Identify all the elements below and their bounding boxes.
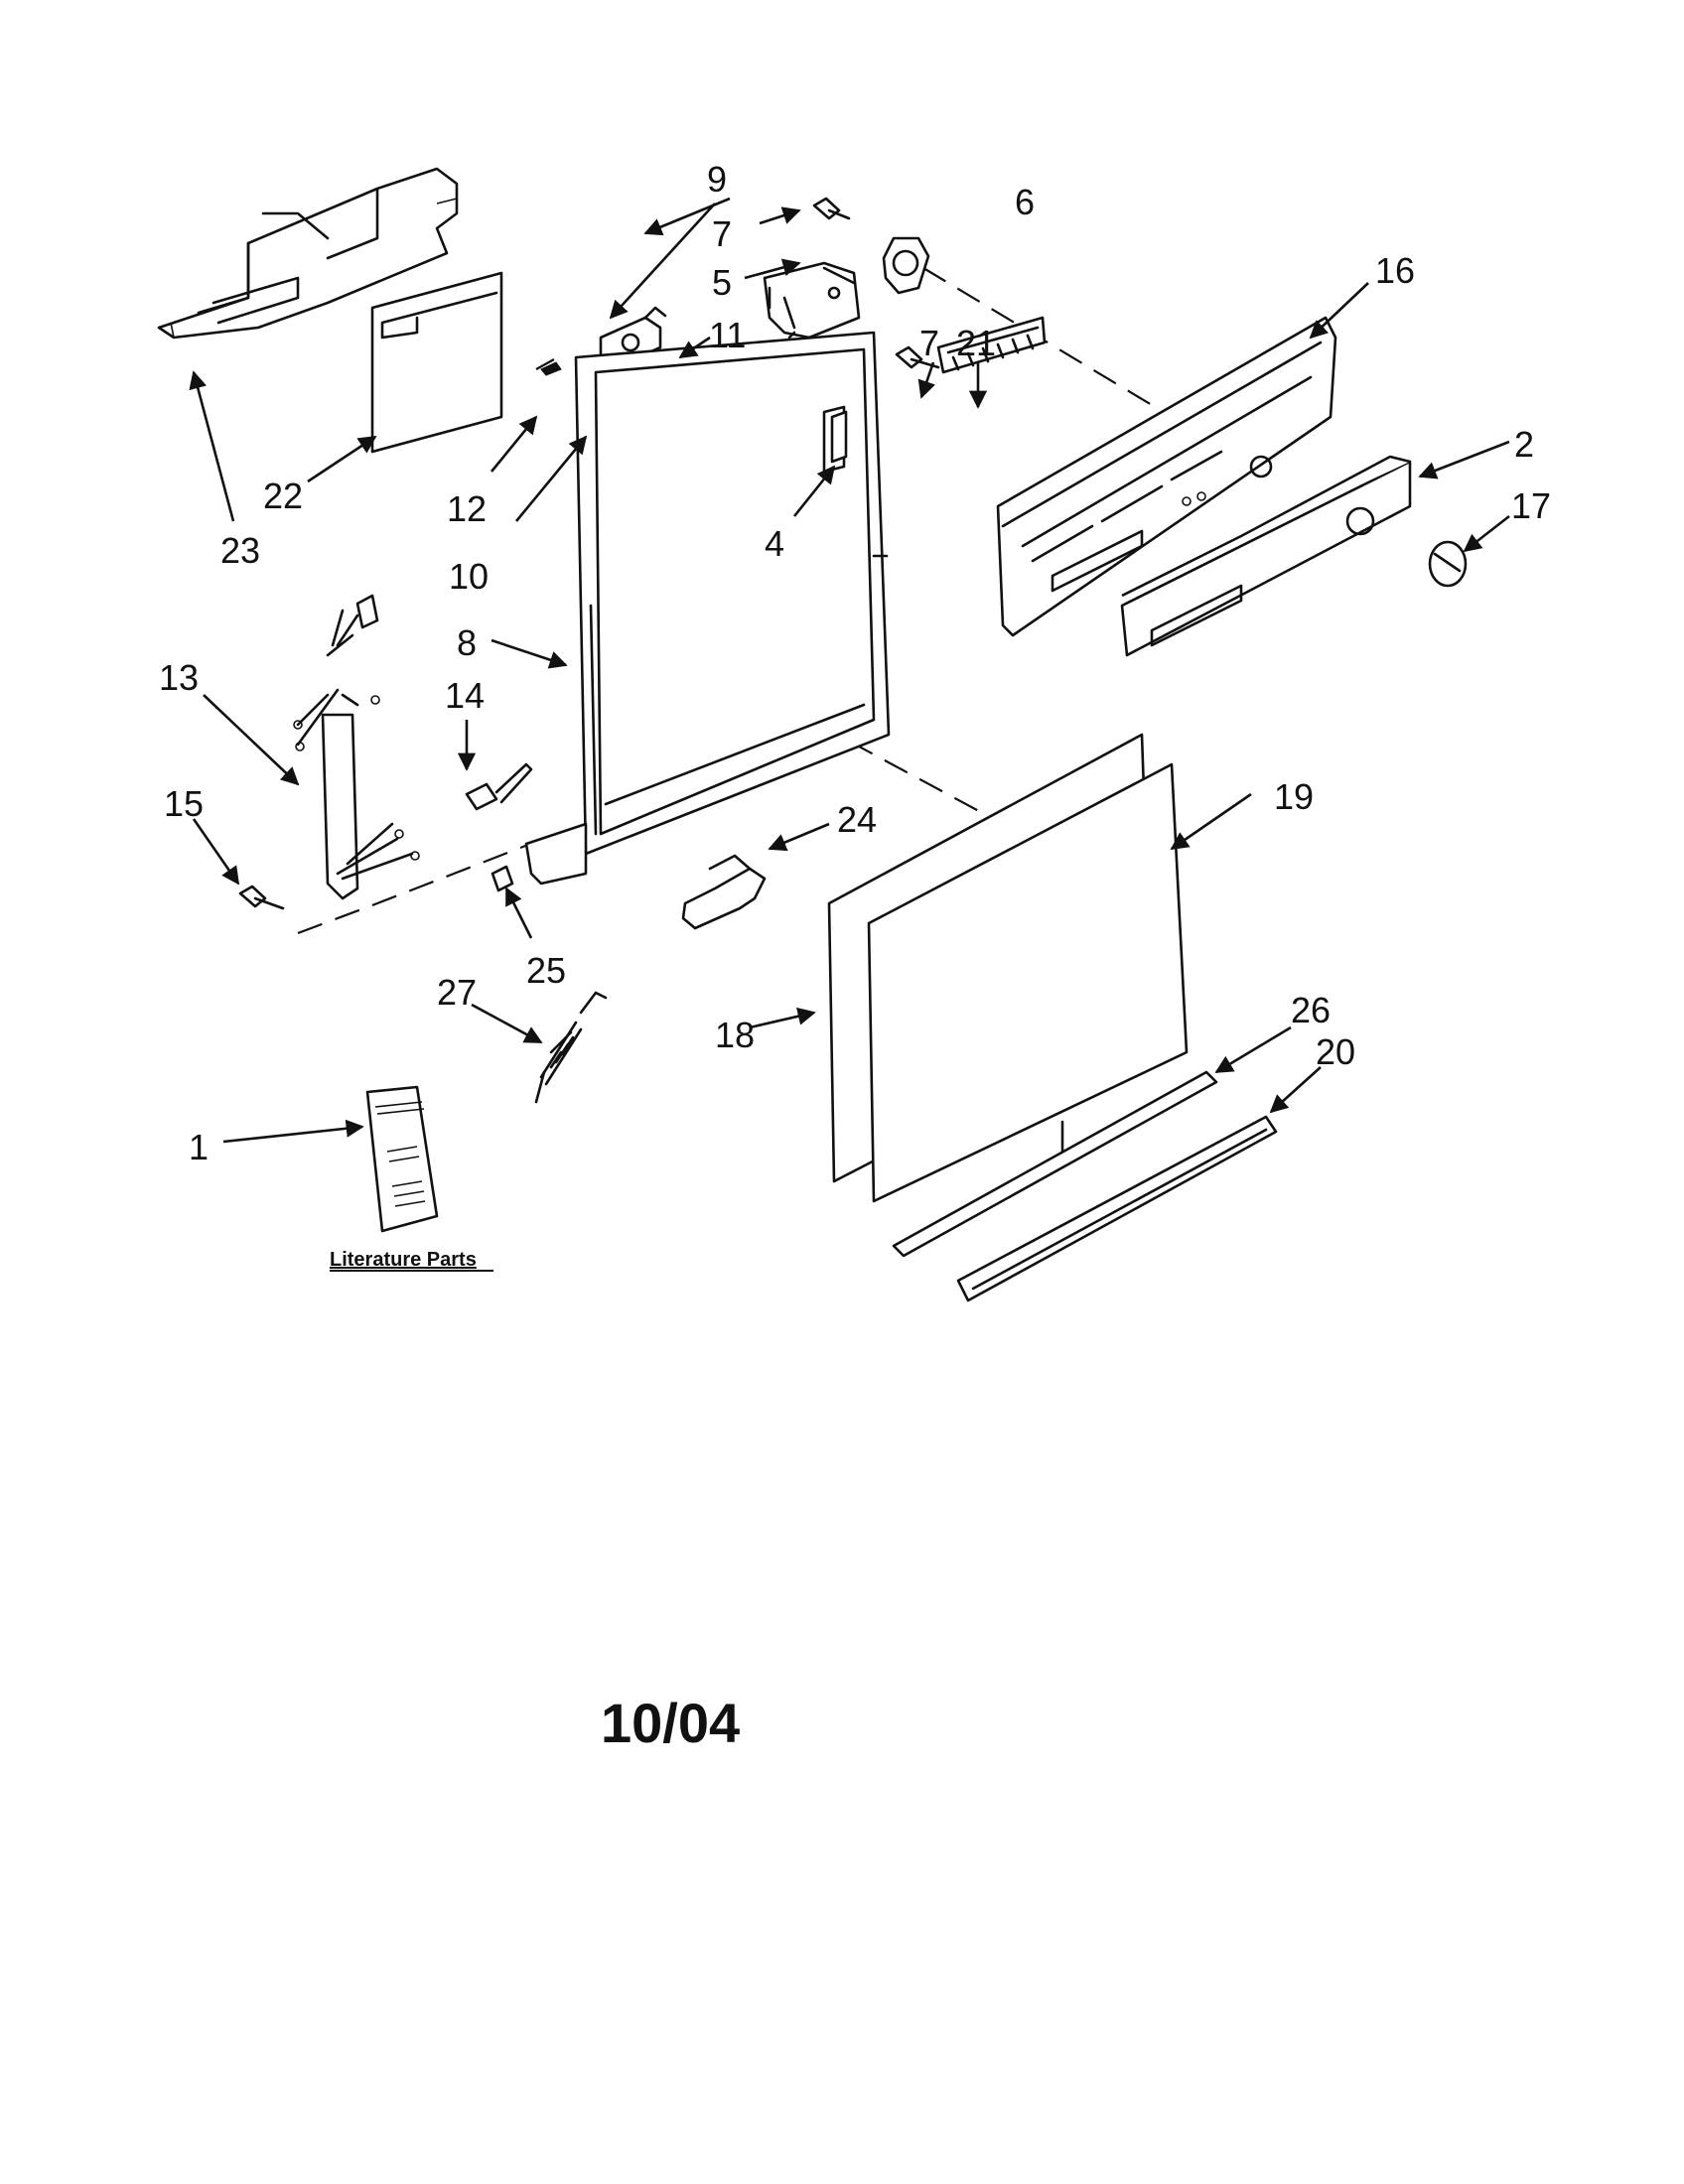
leader-23 bbox=[189, 370, 235, 522]
callout-10: 10 bbox=[449, 556, 489, 597]
part-6-knob bbox=[882, 236, 930, 295]
leader-27 bbox=[471, 1003, 543, 1044]
leader-arrows bbox=[189, 197, 1510, 1144]
leader-12 bbox=[490, 415, 538, 473]
leader-26 bbox=[1214, 1025, 1292, 1074]
part-17-control-knob bbox=[1428, 540, 1468, 588]
callout-16: 16 bbox=[1375, 250, 1415, 291]
callout-15: 15 bbox=[164, 783, 204, 824]
callout-12: 12 bbox=[447, 488, 487, 529]
literature-parts-label: Literature Parts bbox=[330, 1249, 477, 1271]
leader-16 bbox=[1309, 282, 1369, 340]
leader-5 bbox=[744, 258, 801, 280]
part-4-latch bbox=[830, 410, 848, 464]
part-27-spring bbox=[534, 991, 608, 1104]
callout-11: 11 bbox=[709, 315, 746, 355]
leader-15 bbox=[192, 818, 240, 886]
callout-21: 21 bbox=[956, 323, 996, 363]
part-24-hinge-strap bbox=[681, 854, 767, 930]
date-code: 10/04 bbox=[601, 1692, 740, 1754]
callout-13: 13 bbox=[159, 657, 199, 698]
callout-17: 17 bbox=[1511, 485, 1551, 526]
part-22-panel-sheet bbox=[370, 271, 503, 454]
leader-17 bbox=[1463, 514, 1510, 553]
leader-7b bbox=[917, 361, 935, 399]
leader-8 bbox=[491, 638, 568, 669]
leader-1 bbox=[222, 1119, 364, 1144]
leader-24 bbox=[768, 822, 830, 852]
callout-2: 2 bbox=[1514, 424, 1534, 465]
part-15-screw bbox=[238, 885, 285, 910]
part-2-front-overlay bbox=[1120, 455, 1412, 657]
callout-8: 8 bbox=[457, 622, 477, 663]
part-16-control-panel bbox=[996, 316, 1337, 637]
part-19-outer-door-panel-front bbox=[867, 762, 1189, 1203]
callout-4: 4 bbox=[765, 523, 784, 564]
leader-7a bbox=[759, 206, 801, 225]
callout-7-top: 7 bbox=[712, 213, 732, 254]
callout-23: 23 bbox=[220, 530, 260, 571]
leader-11 bbox=[678, 336, 711, 359]
part-12-clip bbox=[540, 361, 562, 376]
callout-22: 22 bbox=[263, 476, 303, 516]
callout-24: 24 bbox=[837, 799, 877, 840]
callout-27: 27 bbox=[437, 972, 477, 1013]
leader-22 bbox=[307, 435, 377, 483]
part-21-connector-block bbox=[936, 316, 1047, 374]
leader-10 bbox=[514, 435, 588, 522]
callout-25: 25 bbox=[526, 950, 566, 991]
part-13-wire-harness bbox=[293, 594, 420, 900]
part-25-clip bbox=[491, 865, 514, 892]
callout-1: 1 bbox=[189, 1127, 209, 1167]
callout-7-middle: 7 bbox=[919, 323, 939, 363]
part-1-literature-booklet bbox=[365, 1085, 439, 1233]
callout-6: 6 bbox=[1015, 182, 1035, 222]
leader-13 bbox=[203, 694, 300, 786]
part-23-control-housing bbox=[157, 167, 459, 340]
part-7-screw-top bbox=[812, 197, 851, 220]
part-20-bottom-trim bbox=[956, 1115, 1278, 1302]
callout-20: 20 bbox=[1316, 1031, 1355, 1072]
callout-14: 14 bbox=[445, 675, 485, 716]
callout-5: 5 bbox=[712, 262, 732, 303]
leader-4 bbox=[792, 465, 836, 517]
part-26-trim-strip bbox=[892, 1070, 1218, 1258]
callout-26: 26 bbox=[1291, 990, 1331, 1030]
part-5-switch-module bbox=[763, 261, 861, 340]
leader-9 bbox=[609, 203, 716, 320]
leader-18 bbox=[749, 1007, 816, 1029]
leader-25 bbox=[504, 887, 533, 939]
leader-20 bbox=[1269, 1066, 1322, 1114]
callout-labels: 9 6 7 5 16 11 21 7 2 17 12 22 23 4 10 8 … bbox=[159, 159, 1551, 1167]
callout-9: 9 bbox=[707, 159, 727, 200]
part-8-inner-door-frame bbox=[524, 331, 891, 886]
callout-19: 19 bbox=[1274, 776, 1314, 817]
leader-2 bbox=[1418, 440, 1510, 479]
part-14-connector-plug bbox=[465, 762, 533, 811]
part-7-screw-middle bbox=[895, 345, 940, 369]
callout-18: 18 bbox=[715, 1015, 755, 1055]
leader-19 bbox=[1170, 792, 1252, 851]
